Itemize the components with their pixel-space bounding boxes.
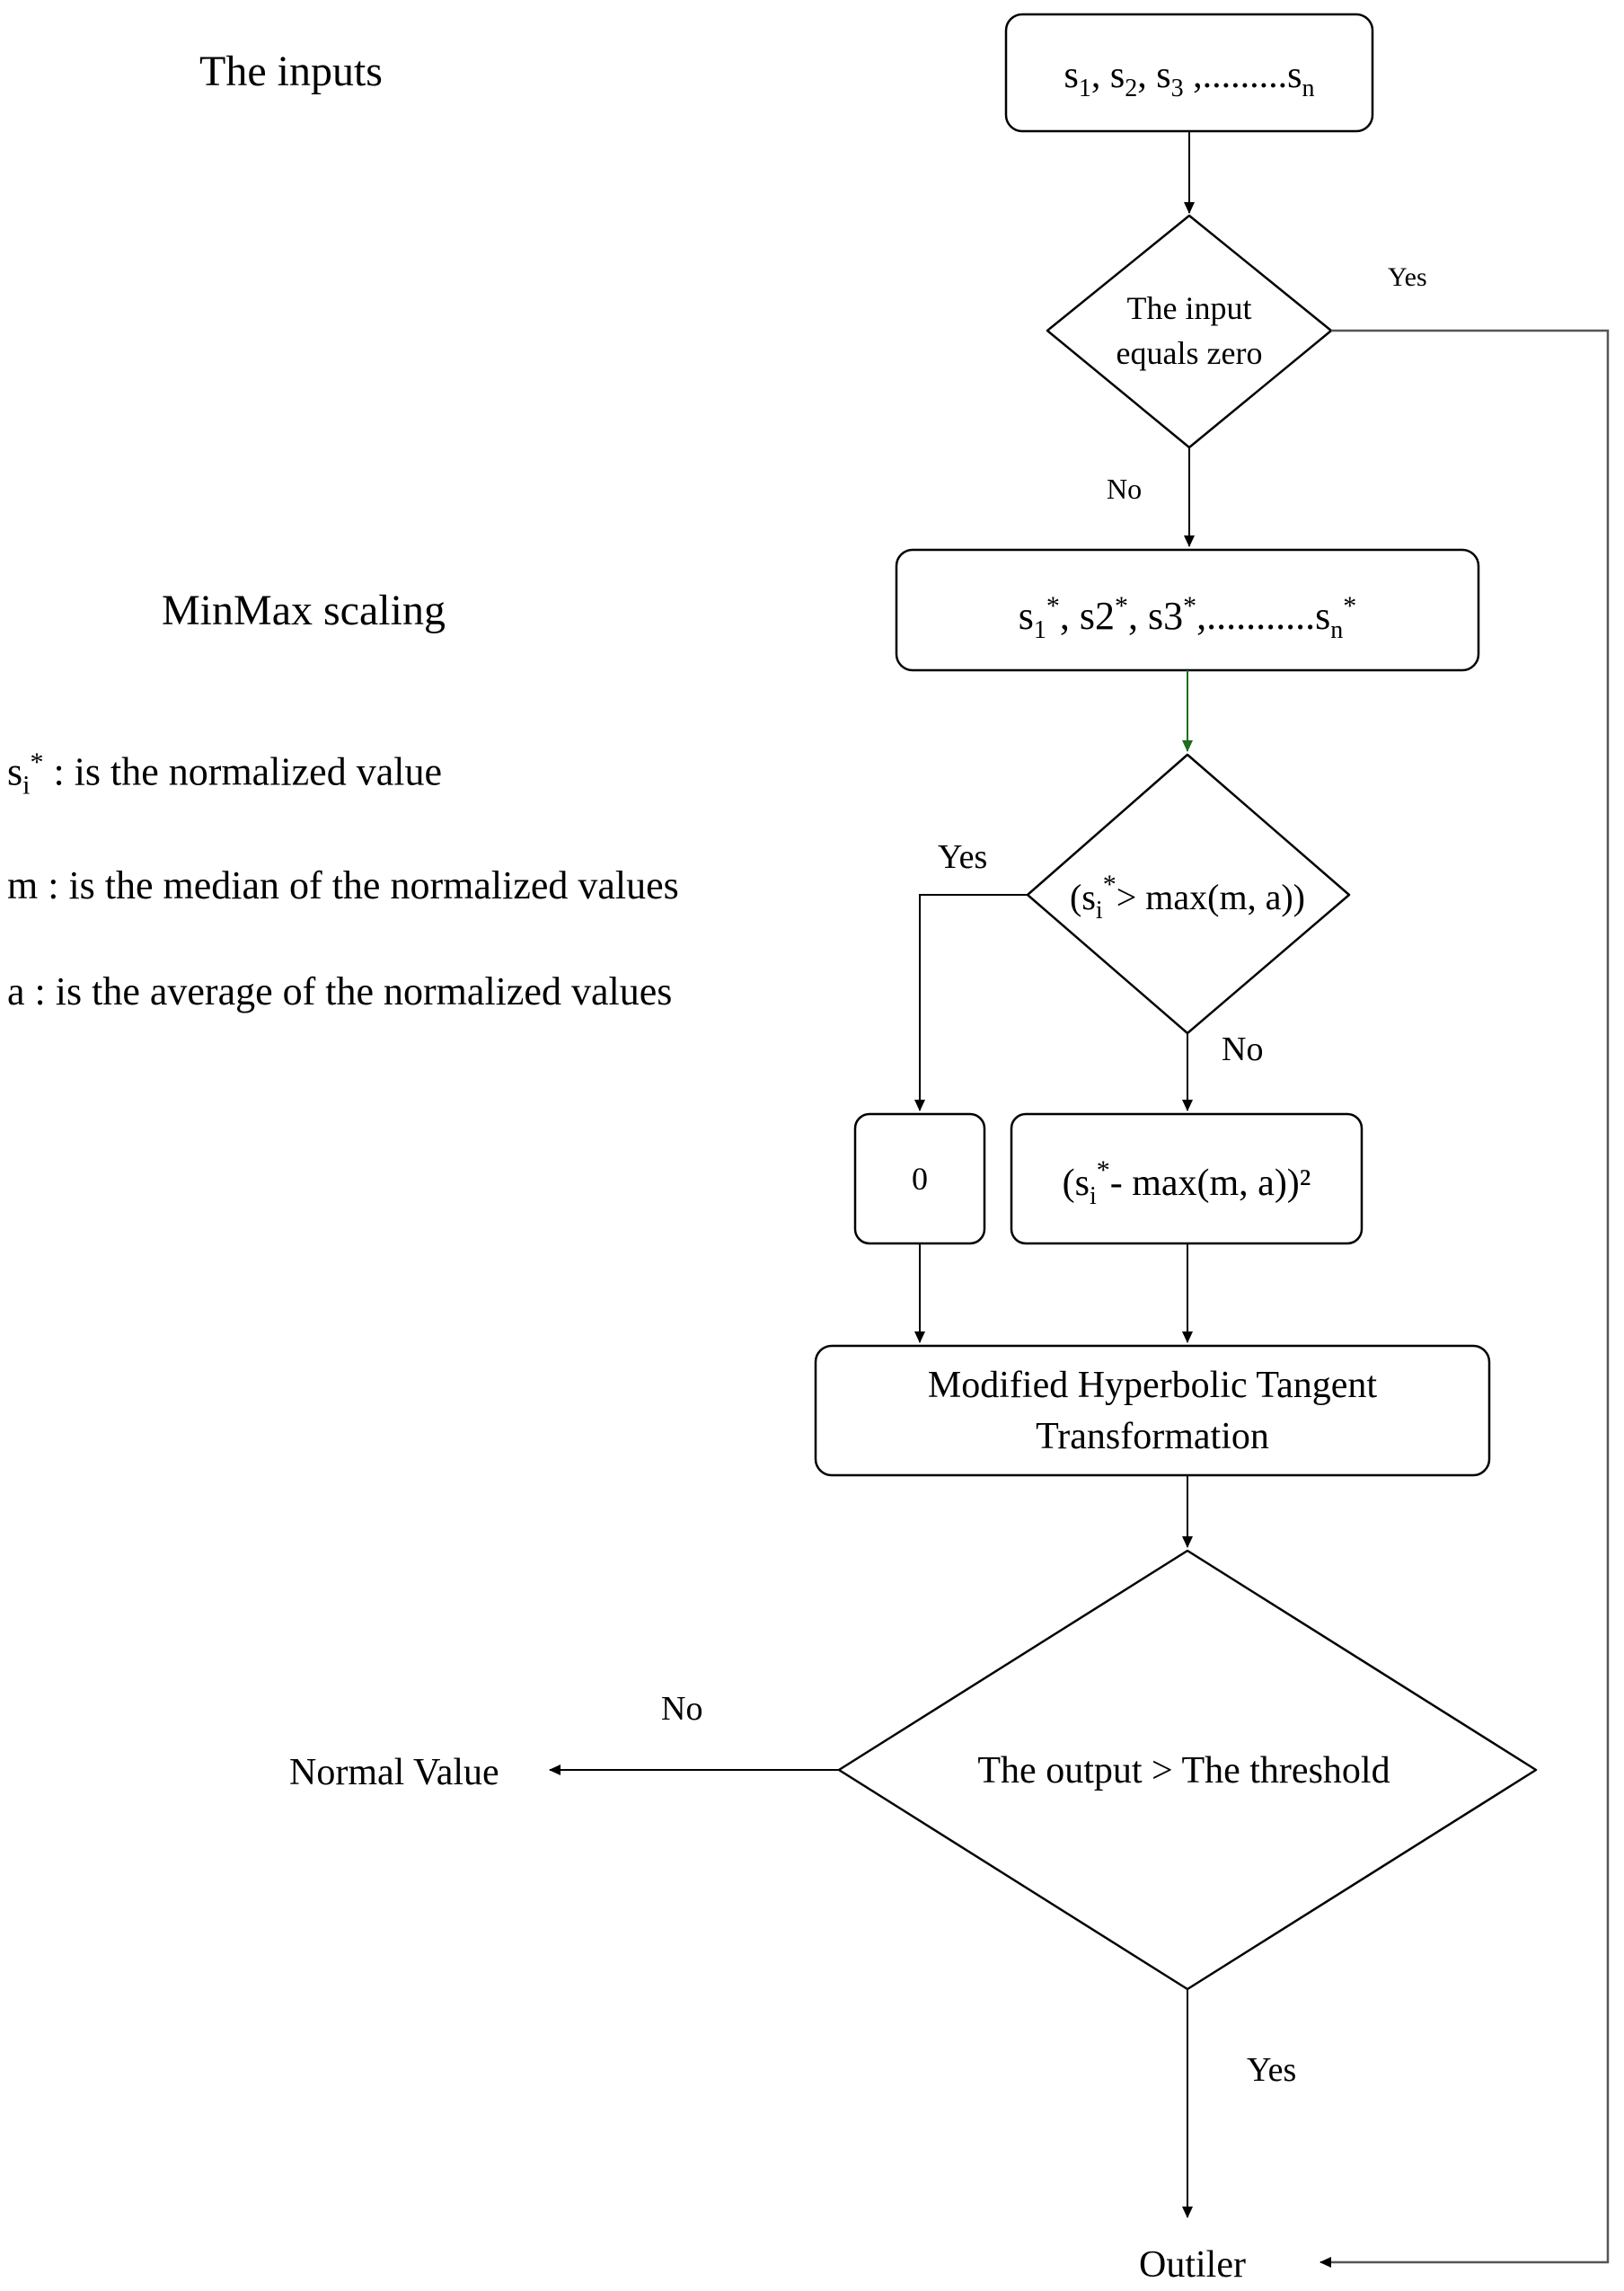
normalized-node: s1*, s2*, s3*,...........sn* bbox=[895, 548, 1480, 672]
inputs-label: s1, s2, s3 ,.........sn bbox=[1064, 55, 1315, 102]
compare-node: (si*> max(m, a)) bbox=[1026, 753, 1351, 1035]
edge-zero-no-label: No bbox=[1107, 473, 1142, 505]
zero-check-line1: The input bbox=[1127, 290, 1252, 326]
edge-compare-yes bbox=[914, 894, 1028, 1111]
normalized-label: s1*, s2*, s3*,...........sn* bbox=[1019, 591, 1357, 644]
legend-median: m : is the median of the normalized valu… bbox=[7, 863, 679, 907]
compare-label: (si*> max(m, a)) bbox=[1070, 870, 1305, 924]
zero-output-label: 0 bbox=[912, 1161, 928, 1197]
scaling-title: MinMax scaling bbox=[162, 587, 446, 634]
legend-normalized: si* : is the normalized value bbox=[7, 747, 442, 801]
edge-compare-yes-label: Yes bbox=[938, 838, 987, 876]
edge-threshold-no-label: No bbox=[661, 1690, 702, 1728]
zero-check-node: The input equals zero bbox=[1046, 214, 1333, 449]
edge-compare-no-label: No bbox=[1222, 1031, 1263, 1068]
tanh-node: Modified Hyperbolic Tangent Transformati… bbox=[814, 1344, 1491, 1477]
square-label: (si*- max(m, a))² bbox=[1063, 1155, 1311, 1210]
tanh-line1: Modified Hyperbolic Tangent bbox=[928, 1365, 1377, 1406]
edge-zero-yes bbox=[1328, 329, 1610, 2264]
outlier-node: Outiler bbox=[1139, 2244, 1246, 2286]
zero-check-line2: equals zero bbox=[1116, 335, 1263, 371]
normal-value-node: Normal Value bbox=[289, 1752, 499, 1793]
legend-average: a : is the average of the normalized val… bbox=[7, 969, 673, 1013]
square-node: (si*- max(m, a))² bbox=[1010, 1112, 1364, 1245]
tanh-line2: Transformation bbox=[1036, 1416, 1269, 1457]
threshold-node: The output > The threshold bbox=[837, 1549, 1538, 1991]
edge-zero-yes-label: Yes bbox=[1388, 262, 1427, 292]
inputs-node: s1, s2, s3 ,.........sn bbox=[1004, 13, 1374, 133]
zero-output-node: 0 bbox=[853, 1112, 986, 1245]
inputs-title: The inputs bbox=[199, 48, 383, 95]
threshold-label: The output > The threshold bbox=[977, 1750, 1390, 1791]
edge-threshold-yes-label: Yes bbox=[1247, 2051, 1296, 2089]
